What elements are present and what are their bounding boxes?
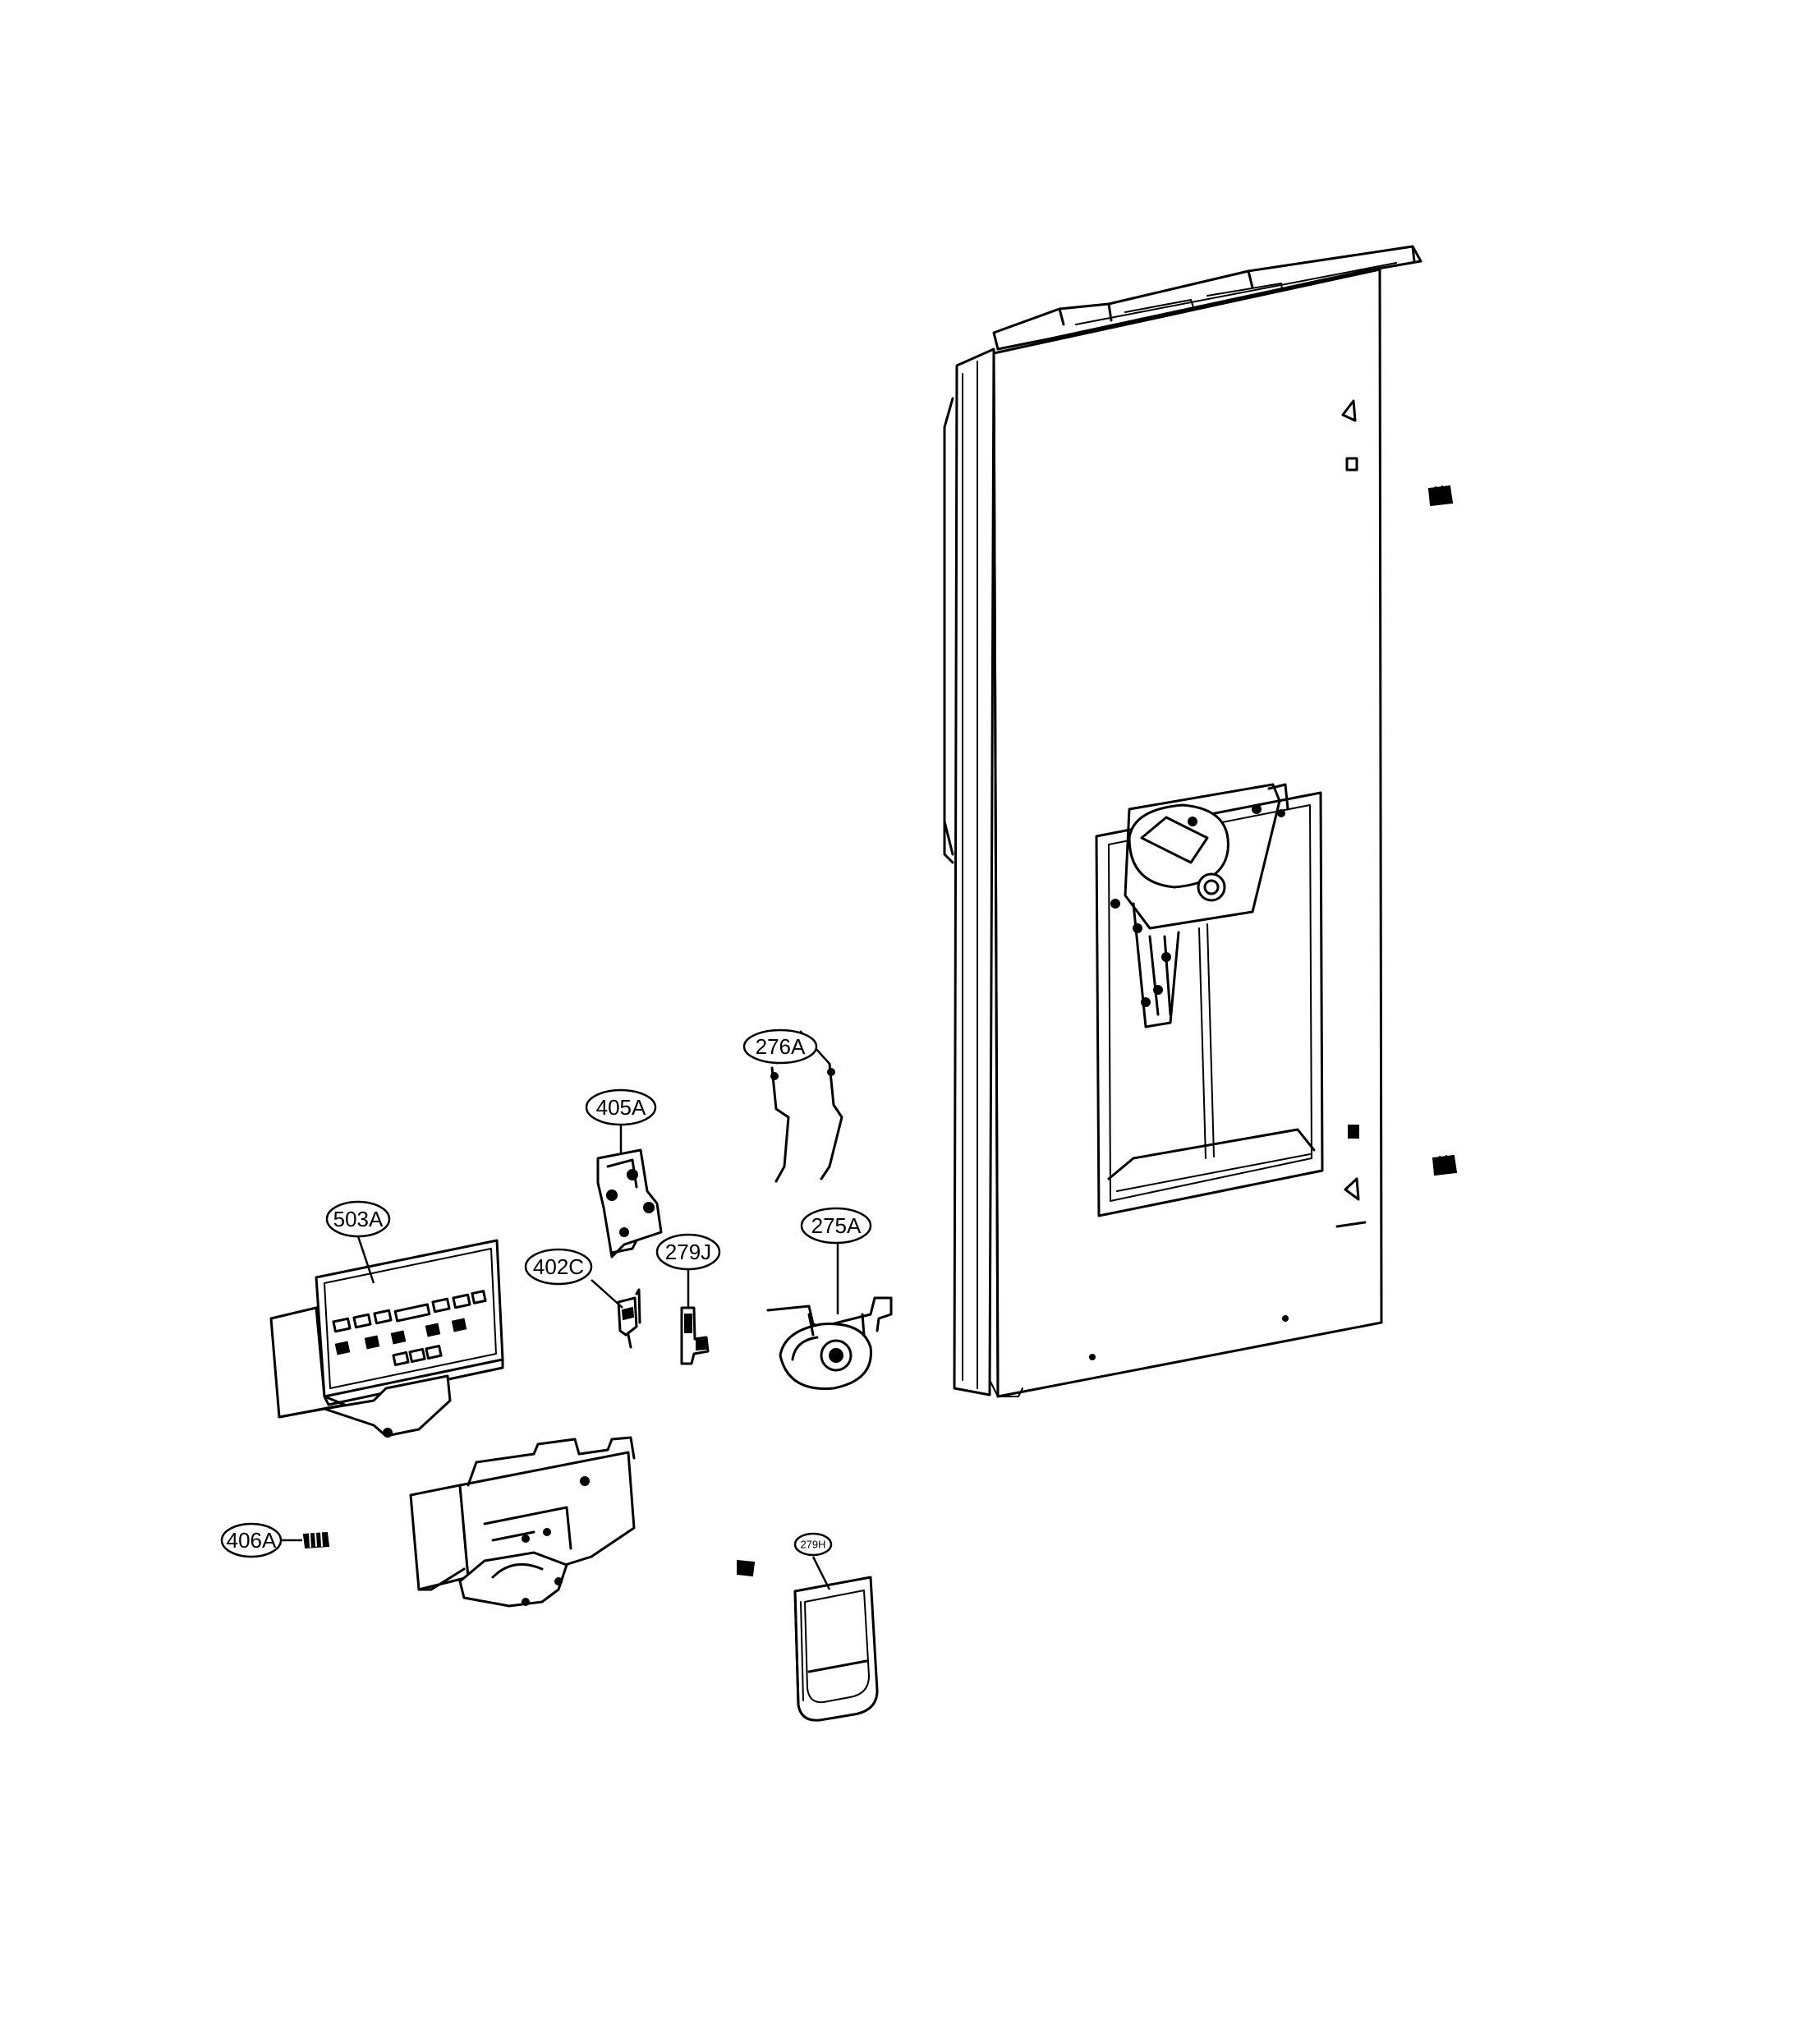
label-402C: 402C — [533, 1254, 584, 1279]
callout-402C: 402C — [524, 1248, 623, 1309]
label-275A: 275A — [811, 1213, 862, 1238]
callout-279J: 279J — [655, 1233, 721, 1308]
dispenser-mechanism — [1110, 783, 1289, 1028]
control-panel-buttons — [332, 1290, 487, 1367]
part-276A-springs — [770, 1062, 843, 1183]
callout-276A: 276A — [742, 1028, 830, 1065]
label-276A: 276A — [756, 1034, 806, 1059]
callout-275A: 275A — [800, 1207, 872, 1314]
label-405A: 405A — [596, 1095, 646, 1120]
part-405A-bracket — [596, 1148, 663, 1258]
hinge-pin-lower — [1432, 1154, 1458, 1176]
callout-405A: 405A — [585, 1088, 657, 1154]
part-406A-screw — [302, 1531, 330, 1549]
part-279J-connector — [680, 1306, 710, 1365]
label-503A: 503A — [333, 1207, 384, 1231]
door-assembly — [943, 245, 1422, 1398]
part-503A-control-panel — [269, 1239, 504, 1438]
part-402C-switch — [617, 1288, 641, 1349]
callout-503A: 503A — [325, 1200, 391, 1284]
hinge-pin-upper — [1427, 485, 1454, 507]
label-406A: 406A — [227, 1528, 277, 1553]
callout-279H: 279H — [793, 1532, 833, 1590]
part-275A-motor — [766, 1296, 893, 1390]
dispenser-housing — [409, 1436, 636, 1608]
label-279J: 279J — [665, 1240, 711, 1264]
callout-406A: 406A — [220, 1522, 302, 1558]
screw-small — [737, 1559, 756, 1577]
label-279H: 279H — [800, 1539, 825, 1551]
part-279H-cover — [793, 1576, 879, 1722]
